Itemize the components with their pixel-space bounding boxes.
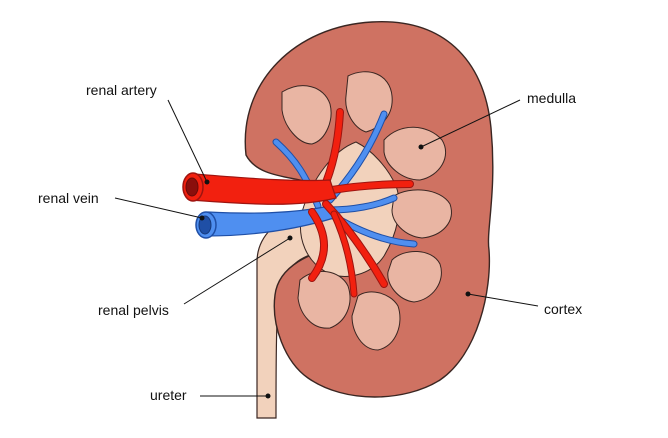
pointer-dot [265,393,271,399]
pointer-dot [287,235,293,241]
pointer-dot [465,291,471,297]
medulla-pyramid [391,189,452,239]
pointer-dot [199,215,205,221]
label-renal-artery: renal artery [86,82,157,98]
medulla-pyramids [281,71,452,351]
leader-renal-vein [114,197,203,219]
leader-cortex [467,293,539,307]
leader-renal-pelvis [183,237,291,305]
label-ureter: ureter [150,387,187,403]
medulla-pyramid [297,271,351,329]
renal-artery-trunk [189,173,337,205]
medulla-pyramid [387,251,442,303]
renal-artery-branches [308,108,414,298]
pointer-dot [418,144,424,150]
artery-branch [331,211,357,297]
medulla-pyramid [281,85,332,145]
leader-medulla [420,99,521,148]
artery-branch [309,209,328,281]
label-medulla: medulla [527,90,576,106]
label-cortex: cortex [544,301,582,317]
leader-renal-artery [167,99,208,183]
label-renal-vein: renal vein [38,190,99,206]
artery-branch [329,181,413,193]
medulla-pyramid [351,291,401,351]
medulla-pyramid [383,126,447,181]
label-renal-pelvis: renal pelvis [98,302,169,318]
pointer-dot [204,179,210,185]
leader-lines [114,99,539,399]
renal-artery-lumen [185,177,199,197]
